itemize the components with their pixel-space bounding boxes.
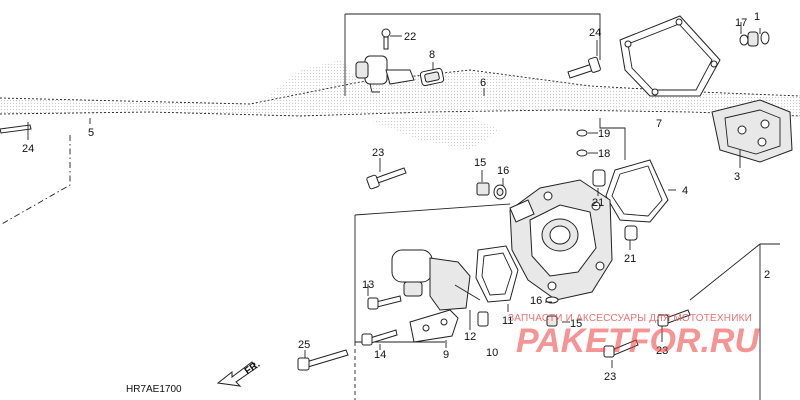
callout-15-upper: 15: [474, 157, 486, 169]
bolt-13: [367, 295, 402, 310]
bolt-14: [361, 329, 398, 346]
callout-1: 1: [754, 11, 760, 23]
callout-3: 3: [734, 171, 740, 183]
bracket-9: [409, 309, 459, 343]
solenoid-12: [391, 249, 481, 311]
callout-22: 22: [404, 31, 416, 43]
bolt-22: [381, 28, 391, 50]
front-direction-arrow: FR.: [216, 359, 262, 387]
rings-17-1: [739, 31, 770, 47]
callout-18: 18: [598, 148, 610, 160]
callout-13: 13: [362, 279, 374, 291]
watermark-text: ЗАПЧАСТИ И АКСЕССУАРЫ ДЛЯ МОТОТЕХНИКИ: [508, 313, 752, 324]
bolt-23-left: [366, 167, 407, 190]
upper-frame: [344, 13, 626, 160]
callout-6: 6: [480, 77, 486, 89]
valve-body-3: [711, 99, 793, 163]
callout-19: 19: [598, 128, 610, 140]
callout-15-lower: 15: [570, 318, 582, 330]
engine-casing-band: [0, 60, 800, 150]
watermark: ЗАПЧАСТИ И АКСЕССУАРЫ ДЛЯ МОТОТЕХНИКИ PA…: [508, 313, 760, 360]
bolt-24-upper: [567, 56, 601, 79]
callout-14: 14: [374, 349, 386, 361]
callout-2: 2: [764, 269, 770, 281]
parts-16-15-lower: [477, 296, 559, 327]
callout-23-bottom: 23: [604, 371, 616, 383]
callout-21-b: 21: [624, 253, 636, 265]
gasket-8: [419, 67, 445, 87]
callout-16-lower: 16: [530, 295, 542, 307]
callout-24-left: 24: [22, 143, 34, 155]
callout-23-right: 23: [656, 345, 668, 357]
bolts-23-lower: [603, 309, 691, 358]
leader-lines: [27, 22, 761, 368]
o-rings-19-18: [576, 129, 588, 157]
callout-16-upper: 16: [497, 165, 509, 177]
callout-7: 7: [656, 118, 662, 130]
pins-21: [592, 169, 638, 241]
gasket-7: [619, 15, 721, 97]
callout-4: 4: [682, 185, 688, 197]
diagram-code: HR7AE1700: [126, 384, 182, 395]
callout-8: 8: [429, 49, 435, 61]
casing-5: [0, 124, 71, 226]
frame-2: [354, 244, 761, 400]
callout-21-a: 21: [592, 197, 604, 209]
parts-15-16-upper: [476, 182, 507, 200]
main-valve-body: [509, 179, 613, 301]
callout-11: 11: [502, 315, 513, 327]
callout-12: 12: [464, 331, 476, 343]
bolt-25: [297, 349, 349, 371]
gasket-11: [475, 245, 519, 303]
callout-9: 9: [443, 349, 449, 361]
callout-5: 5: [88, 127, 94, 139]
plate-4: [605, 159, 669, 223]
callout-23-left: 23: [372, 147, 384, 159]
callout-labels: 1 17 22 8 24 6 7 19 18 5 24 23 15 16 4 3…: [22, 11, 770, 383]
callout-10: 10: [486, 347, 498, 359]
watermark-logo: PAKETFOR.RU: [516, 322, 760, 360]
callout-17: 17: [735, 17, 747, 29]
callout-25: 25: [298, 339, 310, 351]
lower-frame: [354, 203, 780, 343]
callout-24-upper: 24: [589, 27, 601, 39]
solenoid-6: [355, 55, 415, 93]
